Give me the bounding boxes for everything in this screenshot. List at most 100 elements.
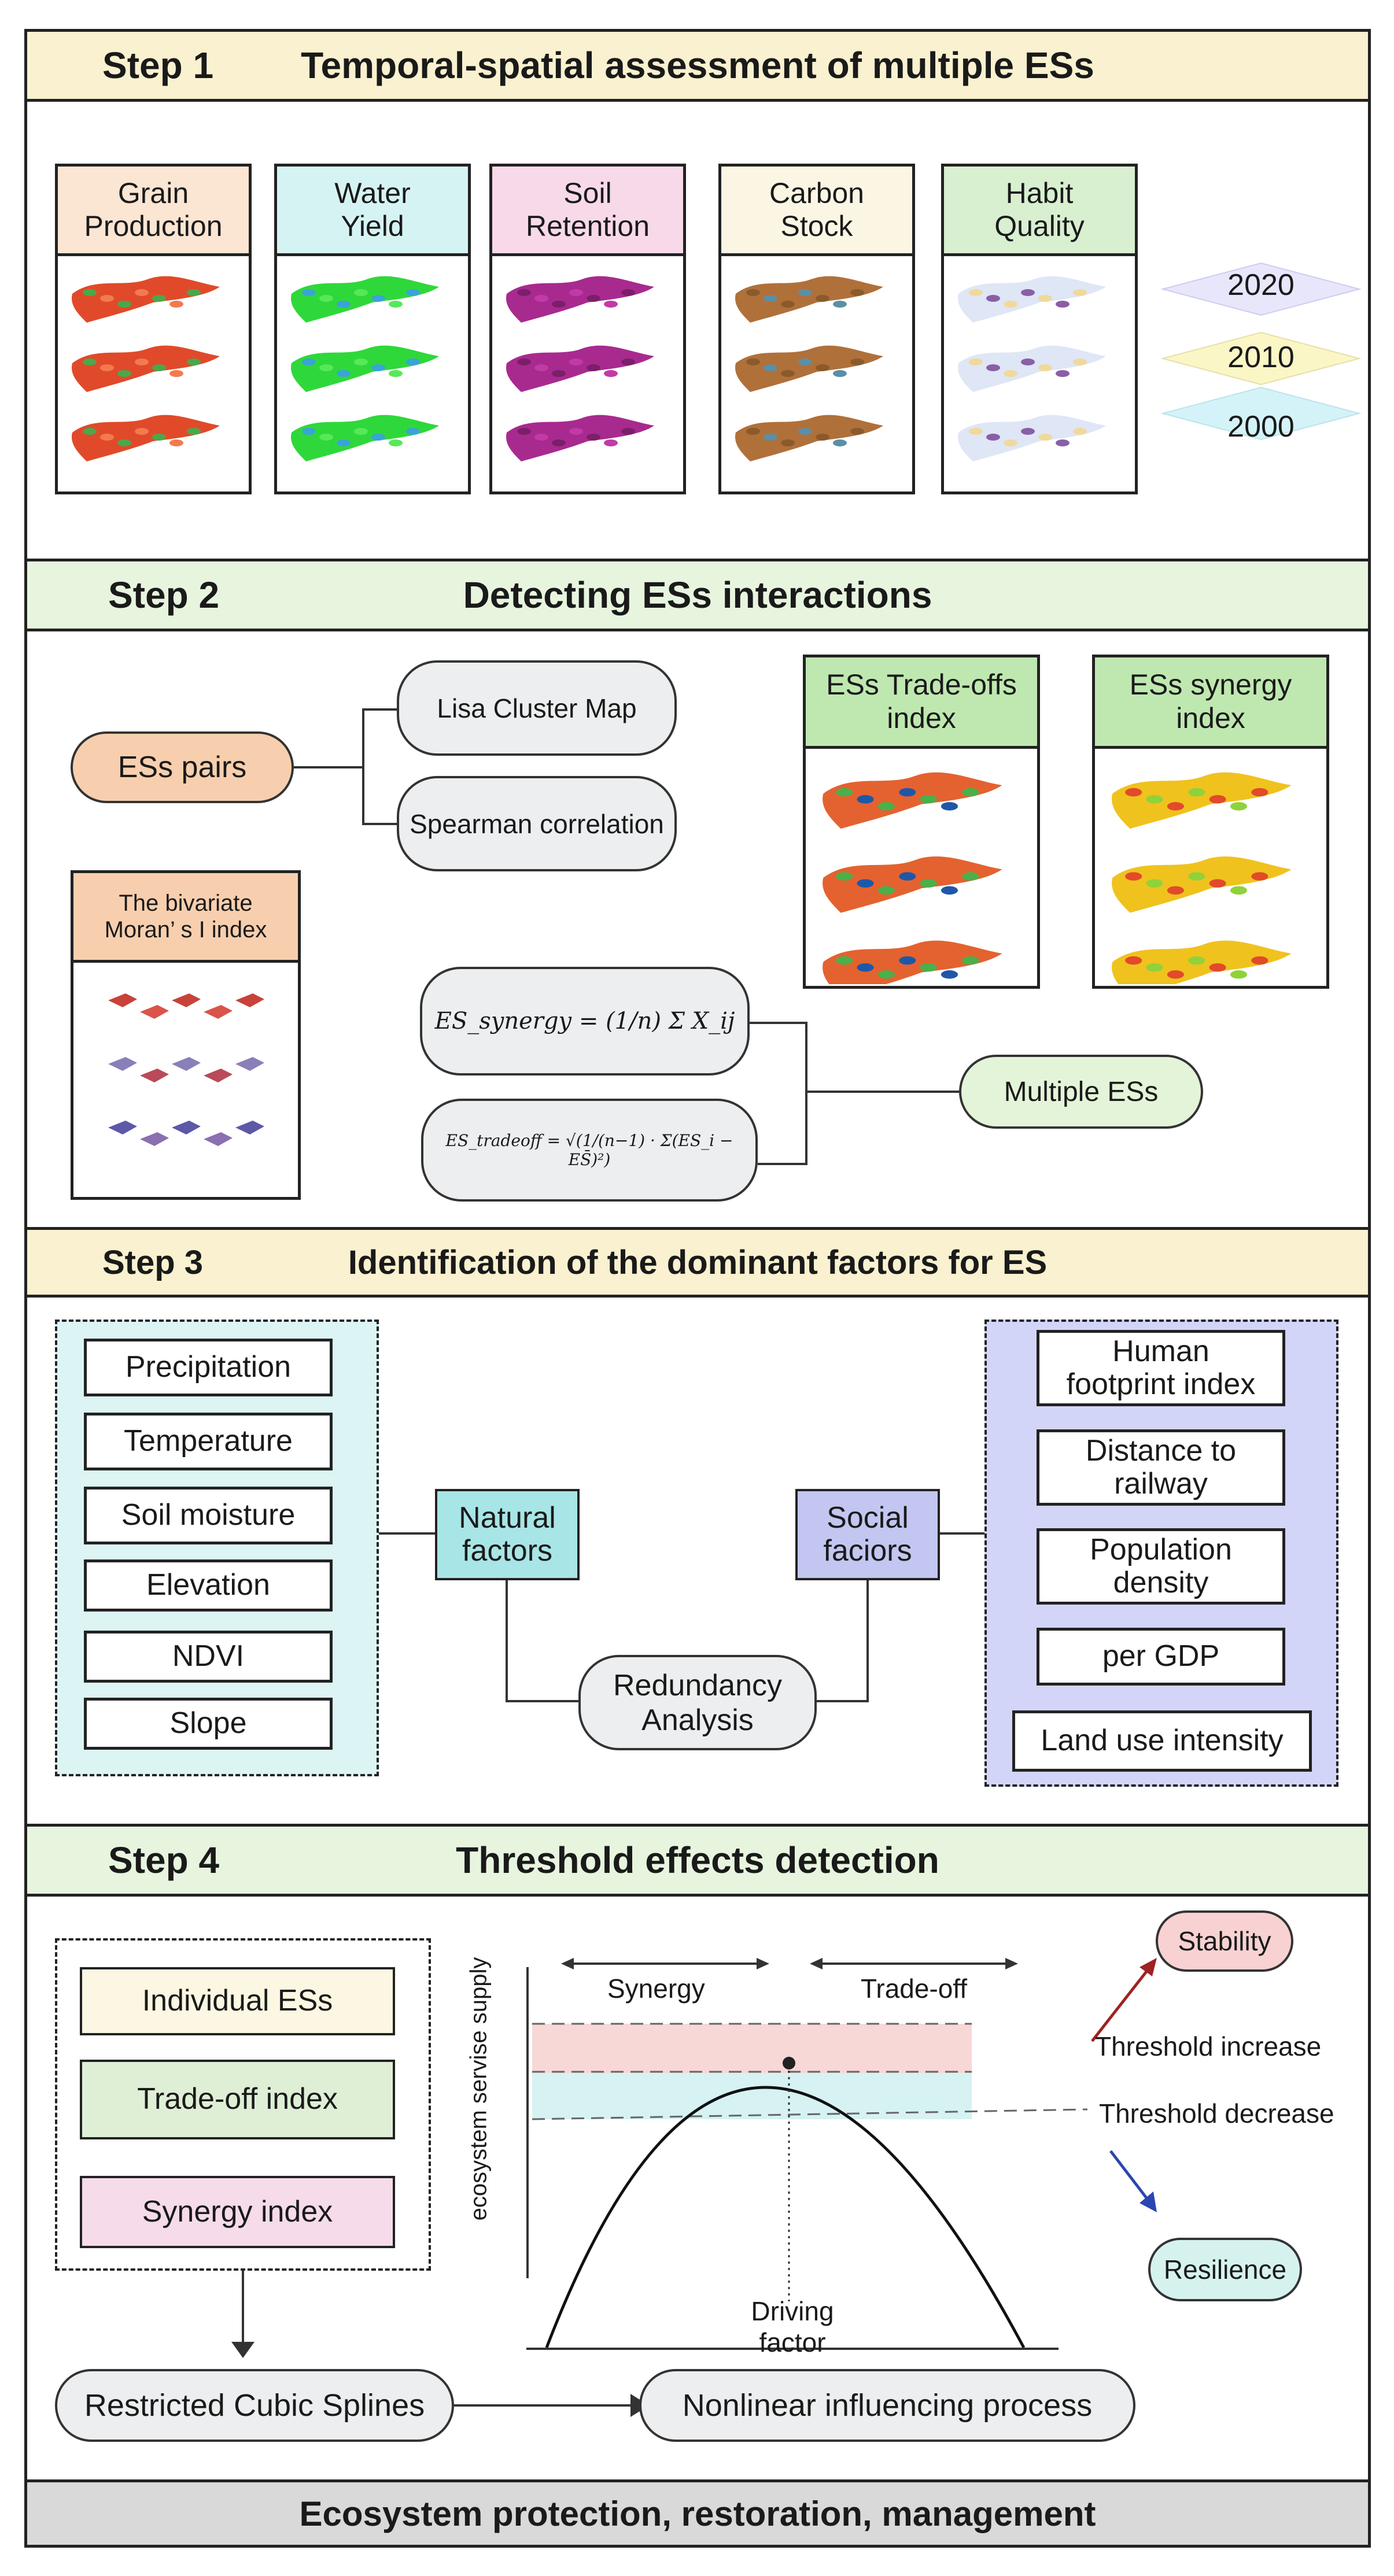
map-region (823, 772, 1002, 829)
map-patch (354, 428, 368, 435)
map-patch (986, 364, 1000, 371)
map-region (506, 276, 654, 323)
water-map-image (291, 276, 439, 461)
map-patch (604, 370, 618, 377)
connector (242, 2271, 244, 2346)
bivariate-label: The bivariate (119, 890, 253, 916)
map-patch (1251, 956, 1268, 965)
driving-label: Driving (751, 2296, 834, 2326)
social-factor-label: footprint index (1066, 1368, 1256, 1401)
map-patch (1021, 428, 1035, 435)
map-patch (764, 434, 777, 441)
map-patch (1056, 439, 1070, 446)
map-patch (534, 364, 548, 371)
map-region (72, 415, 220, 461)
map-region (1112, 772, 1292, 829)
map-patch (899, 788, 916, 797)
map-patch (1251, 872, 1268, 881)
map-patch (816, 434, 829, 441)
tradeoff-formula: ES_tradeoff = √(1/(n−1) · Σ(ES_i − ES̄)²… (421, 1099, 758, 1202)
map-patch (962, 788, 979, 797)
map-patch (781, 439, 795, 446)
map-region (291, 415, 439, 461)
map-patch (746, 428, 760, 435)
map-patch (569, 289, 583, 296)
map-patch (816, 364, 829, 371)
factor-land-use-intensity: Land use intensity (1012, 1710, 1312, 1772)
map-patch (1073, 359, 1087, 365)
map-patch (941, 886, 958, 895)
stability-node: Stability (1156, 1910, 1293, 1972)
year-2010: 2010 (1227, 341, 1295, 374)
map-patch (587, 364, 600, 371)
arrow-left-icon (561, 1958, 574, 1969)
year-2000: 2000 (1227, 410, 1295, 443)
map-patch (621, 289, 635, 296)
map-region (958, 415, 1106, 461)
service-label: Yield (341, 210, 404, 242)
map-patch (302, 289, 316, 296)
map-patch (337, 439, 351, 446)
map-patch (986, 434, 1000, 441)
map-patch (100, 295, 114, 302)
tradeoff-map-image (823, 772, 1002, 984)
map-patch (152, 295, 166, 302)
map-patch (1125, 788, 1142, 797)
map-patch (746, 359, 760, 365)
map-patch (816, 295, 829, 302)
synergy-label: Synergy (607, 1973, 705, 2004)
map-patch (781, 370, 795, 377)
map-patch (1188, 872, 1205, 881)
map-patch (781, 301, 795, 308)
map-region (1112, 856, 1292, 913)
threshold-increase-band (532, 2024, 972, 2073)
tradeoff-label: ESs Trade-offs (826, 668, 1017, 701)
arrow-right-icon (1005, 1958, 1018, 1969)
rcs-node: Restricted Cubic Splines (55, 2369, 454, 2442)
map-patch (941, 802, 958, 811)
factor-precipitation: Precipitation (84, 1339, 333, 1396)
connector (362, 823, 398, 825)
connector (379, 1532, 437, 1535)
map-patch (83, 289, 97, 296)
map-region (235, 993, 264, 1007)
map-patch (169, 370, 183, 377)
map-patch (920, 795, 937, 804)
map-patch (857, 963, 874, 972)
factor-soil-moisture: Soil moisture (84, 1487, 333, 1544)
multiple-ess-node: Multiple ESs (959, 1055, 1203, 1129)
map-patch (621, 359, 635, 365)
threshold-diagram (526, 1958, 1157, 2350)
map-patch (899, 956, 916, 965)
step1-label: Step 1 (102, 45, 214, 86)
connector (362, 708, 398, 711)
map-patch (371, 295, 385, 302)
map-patch (1167, 886, 1184, 895)
step2-label: Step 2 (108, 574, 220, 616)
connector (866, 1580, 869, 1702)
rda-label: Analysis (641, 1703, 754, 1737)
map-patch (920, 879, 937, 888)
map-patch (850, 359, 864, 365)
map-patch (604, 301, 618, 308)
service-label: Grain (117, 176, 189, 209)
map-patch (534, 295, 548, 302)
arrow-right-icon (757, 1958, 769, 1969)
nonlinear-node: Nonlinear influencing process (639, 2369, 1135, 2442)
map-patch (569, 428, 583, 435)
map-patch (152, 364, 166, 371)
map-region (506, 345, 654, 392)
natural-label: Natural (459, 1500, 556, 1535)
map-patch (1125, 956, 1142, 965)
soil-map-image (506, 276, 654, 461)
service-label: Habit (1005, 176, 1074, 209)
factor-temperature: Temperature (84, 1413, 333, 1470)
map-patch (920, 963, 937, 972)
map-patch (587, 434, 600, 441)
